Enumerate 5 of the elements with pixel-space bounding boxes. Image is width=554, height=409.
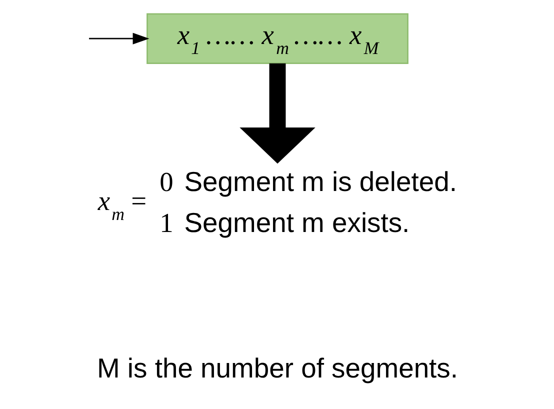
arrow — [88, 32, 149, 44]
node-box: x$_{1}$ …… x$_{m}$ …… x$_{M}$ — [146, 13, 408, 64]
label: M is the number of segments. — [96, 352, 458, 384]
node-text: x$_{m}$ = 0 Segment m is deleted. 1 Segment m exists. — [97, 166, 456, 238]
arrow — [239, 63, 315, 164]
